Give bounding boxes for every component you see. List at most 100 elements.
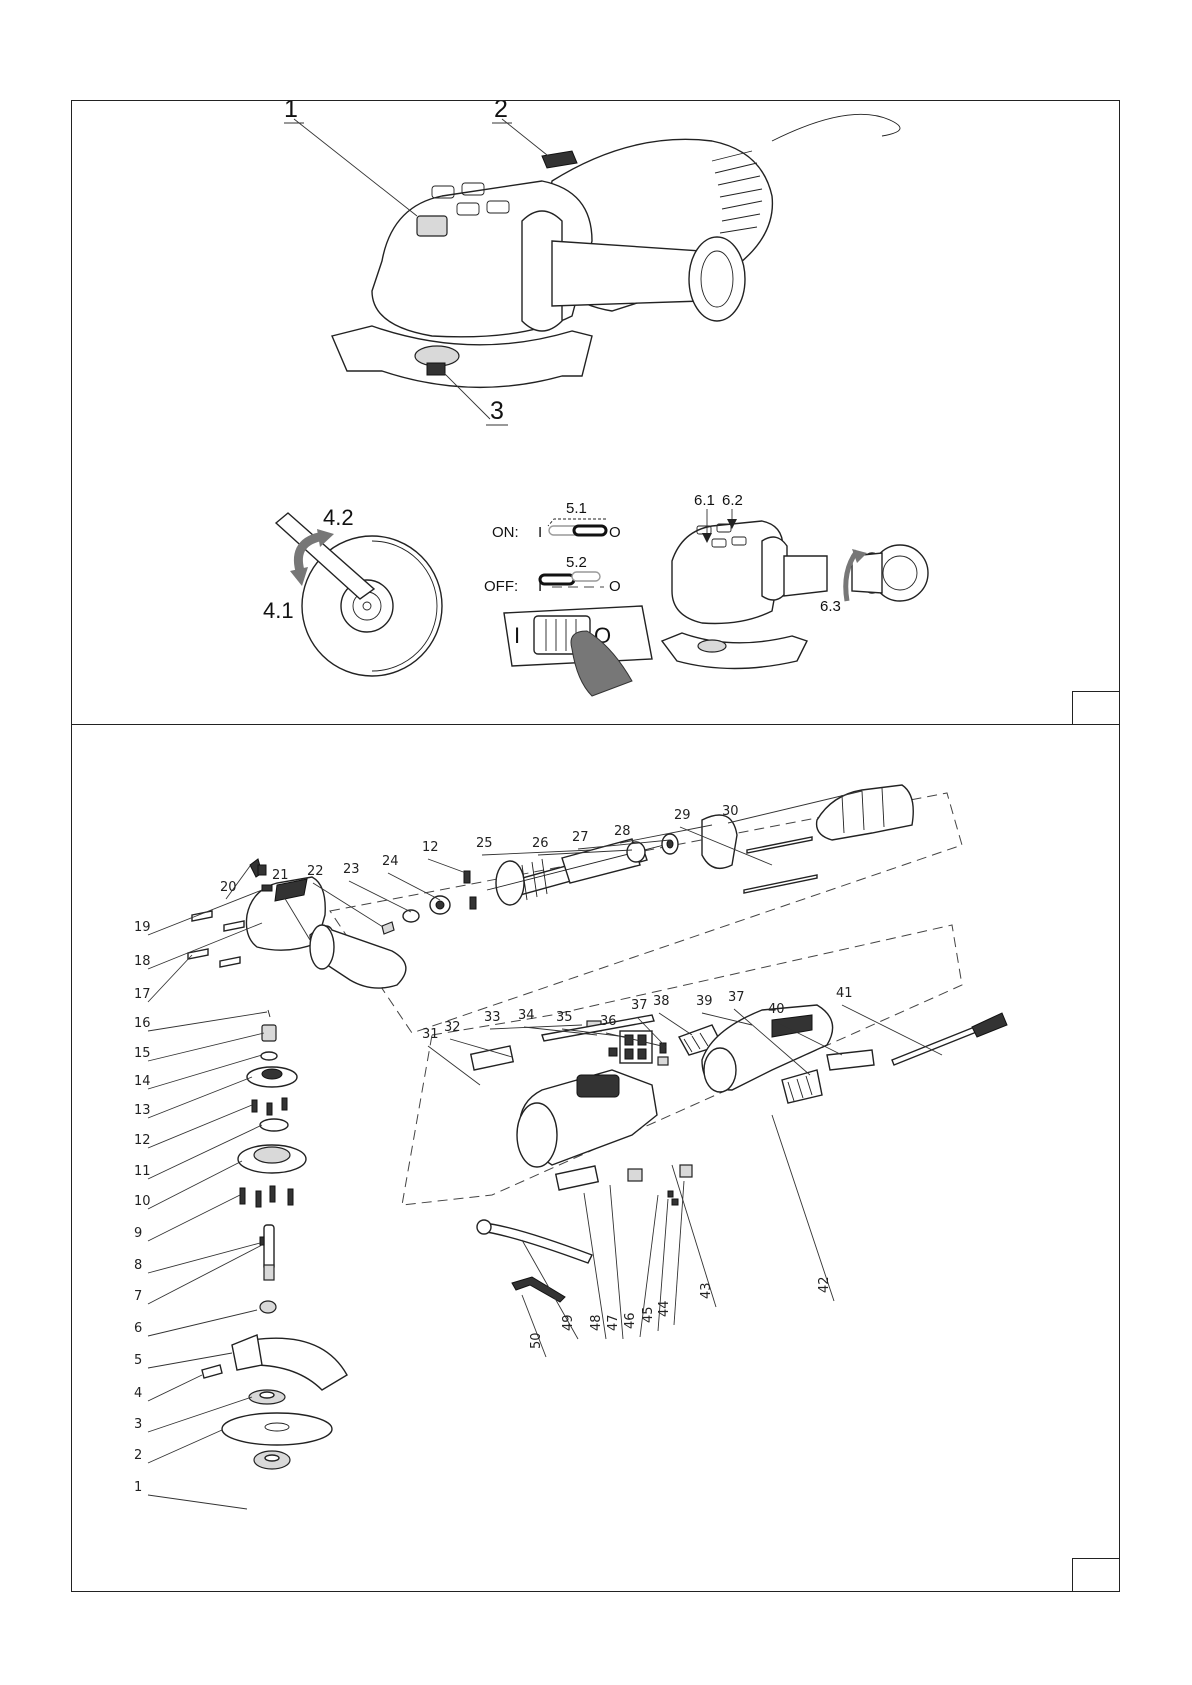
handle-end-cap [689, 237, 745, 321]
part-number-6: 6 [134, 1321, 142, 1336]
step-4-2: 4.2 [323, 505, 354, 530]
on-off-switch [542, 151, 577, 168]
switch-on-pos-i: I [538, 524, 542, 541]
switch-diagram: ON: I O 5.1 OFF: I O 5.2 I O [484, 500, 652, 696]
part-number-7: 7 [134, 1289, 142, 1304]
part-number-27: 27 [572, 830, 589, 845]
spindle-lock-button [417, 216, 447, 236]
disc-rotation-diagram [276, 513, 442, 676]
leader-line [148, 1430, 222, 1463]
part-number-11: 11 [134, 1164, 151, 1179]
page-number-box-bottom [1072, 1558, 1120, 1592]
switch-on-pos-o: O [609, 524, 621, 541]
part-number-50: 50 [529, 1332, 544, 1349]
part-number-2: 2 [134, 1448, 142, 1463]
part-number-24: 24 [382, 854, 399, 869]
step-5-1: 5.1 [566, 500, 587, 517]
part-number-17: 17 [134, 987, 151, 1002]
part-number-14: 14 [134, 1074, 151, 1089]
power-cord [772, 114, 900, 141]
auxiliary-side-handle [552, 241, 712, 306]
switch-off-pos-o: O [609, 578, 621, 595]
part-number-25: 25 [476, 836, 493, 851]
part-number-15: 15 [134, 1046, 151, 1061]
part-number-1: 1 [134, 1480, 142, 1495]
callout-3: 3 [490, 397, 504, 425]
top-illustration-panel: 1 2 3 4.2 4.1 ON: I O 5.1 OF [71, 100, 1120, 725]
leader-line [428, 1046, 480, 1085]
part-number-23: 23 [343, 862, 360, 877]
gear-head-assembly [188, 859, 406, 1469]
part-number-39: 39 [696, 994, 713, 1009]
leader-line [148, 1495, 247, 1509]
part-number-4: 4 [134, 1386, 142, 1401]
part-number-20: 20 [220, 880, 237, 895]
handle-fitting-diagram [662, 509, 928, 669]
part-number-26: 26 [532, 836, 549, 851]
part-number-37: 37 [631, 998, 648, 1013]
part-number-19: 19 [134, 920, 151, 935]
leader-line [148, 923, 262, 969]
leader-line [148, 1243, 260, 1273]
part-number-32: 32 [444, 1020, 461, 1035]
part-number-21: 21 [272, 868, 289, 883]
svg-text:I: I [514, 623, 520, 648]
part-number-29: 29 [674, 808, 691, 823]
part-number-35: 35 [556, 1010, 573, 1025]
switch-on-label: ON: [492, 524, 519, 541]
leader-line [388, 873, 440, 900]
step-6-3: 6.3 [820, 598, 841, 615]
part-number-48: 48 [589, 1314, 604, 1331]
part-number-10: 10 [134, 1194, 151, 1209]
callout-2: 2 [494, 101, 508, 123]
part-number-12: 12 [134, 1133, 151, 1148]
leader-line [659, 1013, 692, 1035]
leader-line [428, 859, 466, 873]
part-number-31: 31 [422, 1027, 439, 1042]
exploded-view-panel: 1234567891011121314151617181920212223241… [71, 724, 1120, 1592]
part-number-42: 42 [817, 1276, 832, 1293]
grinder-overview-drawing: 1 2 3 4.2 4.1 ON: I O 5.1 OF [72, 101, 1121, 726]
part-number-43: 43 [699, 1282, 714, 1299]
part-number-38: 38 [653, 994, 670, 1009]
part-number-5: 5 [134, 1353, 142, 1368]
step-4-1: 4.1 [263, 598, 294, 623]
step-5-2: 5.2 [566, 554, 587, 571]
armature-assembly [382, 785, 913, 934]
leader-line [842, 1005, 942, 1055]
leader-line [148, 1310, 257, 1336]
leader-line [148, 1375, 202, 1401]
leader-line [148, 1012, 267, 1031]
part-number-49: 49 [561, 1314, 576, 1331]
leader-line [148, 1161, 242, 1209]
part-number-12: 12 [422, 840, 439, 855]
step-6-2: 6.2 [722, 492, 743, 509]
exploded-parts-drawing: 1234567891011121314151617181920212223241… [72, 725, 1121, 1593]
part-number-46: 46 [623, 1312, 638, 1329]
switch-off-label: OFF: [484, 578, 518, 595]
part-number-40: 40 [768, 1002, 785, 1017]
callout-1: 1 [284, 101, 298, 123]
leader-line [148, 1055, 262, 1089]
part-number-30: 30 [722, 804, 739, 819]
leader-line [148, 955, 192, 1002]
part-number-34: 34 [518, 1008, 535, 1023]
part-number-33: 33 [484, 1010, 501, 1025]
leader-line [148, 1033, 264, 1061]
part-number-16: 16 [134, 1016, 151, 1031]
part-number-28: 28 [614, 824, 631, 839]
part-number-37: 37 [728, 990, 745, 1005]
part-number-13: 13 [134, 1103, 151, 1118]
leader-line [349, 881, 411, 912]
step-6-1: 6.1 [694, 492, 715, 509]
part-number-3: 3 [134, 1417, 142, 1432]
part-number-47: 47 [606, 1314, 621, 1331]
part-number-9: 9 [134, 1226, 142, 1241]
leader-line [148, 890, 262, 935]
part-number-18: 18 [134, 954, 151, 969]
page-number-box [1072, 691, 1120, 725]
leader-line [148, 1245, 262, 1304]
part-number-8: 8 [134, 1258, 142, 1273]
part-number-41: 41 [836, 986, 853, 1001]
spindle-thread [427, 363, 445, 375]
